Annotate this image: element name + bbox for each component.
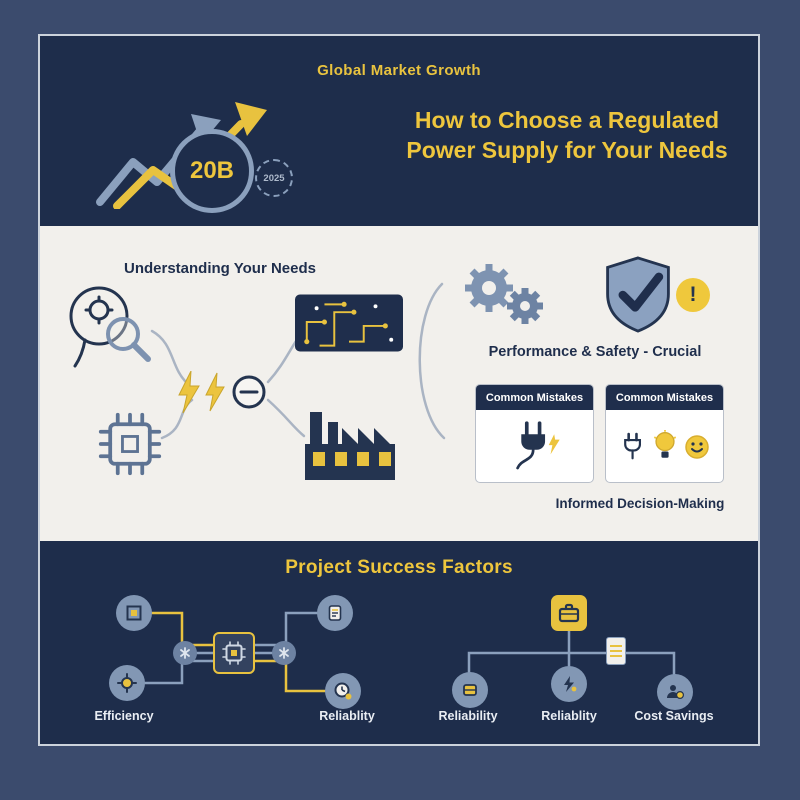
person-savings-node-icon: [657, 674, 693, 710]
circuit-board-icon: [295, 294, 403, 357]
page-title-line2: Power Supply for Your Needs: [406, 136, 728, 163]
connector-node-right-icon: [272, 641, 296, 665]
common-mistakes-title-2: Common Mistakes: [606, 385, 723, 410]
informed-caption: Informed Decision-Making: [555, 496, 725, 511]
chip-node-icon: [116, 595, 152, 631]
plug-icon: [515, 421, 560, 470]
page-title: How to Choose a Regulated Power Supply f…: [392, 106, 742, 166]
common-mistakes-body-1: [476, 410, 593, 482]
lightbulb-icon: [653, 430, 676, 458]
market-stat-badge: 20B: [170, 129, 254, 213]
shield-check-icon: [600, 252, 676, 342]
content-band: Understanding Your Needs: [40, 226, 758, 541]
common-mistakes-body-2: [606, 410, 723, 482]
alert-glyph: !: [689, 283, 697, 306]
bolt-node-icon: [551, 666, 587, 702]
clock-node-icon: [325, 673, 361, 709]
label-reliability: Reliability: [438, 709, 498, 723]
label-reliablity-mid: Reliablity: [541, 709, 597, 723]
label-efficiency: Efficiency: [94, 709, 154, 723]
market-stat-value: 20B: [189, 157, 235, 184]
gear-node-icon: [109, 665, 145, 701]
infographic-frame: Global Market Growth 20B 2025 How to Cho…: [38, 34, 760, 746]
label-cost-savings: Cost Savings: [634, 709, 714, 723]
microchip-icon: [97, 411, 163, 482]
network-connector-lines: [143, 611, 676, 693]
gears-icon: [457, 254, 567, 341]
footer-band: Project Success Factors: [40, 541, 758, 744]
lightning-bolts-icon: [177, 370, 233, 422]
understanding-heading: Understanding Your Needs: [124, 260, 316, 277]
thinking-head-icon: [57, 278, 157, 375]
factory-icon: [300, 394, 400, 489]
common-mistakes-card-2: Common Mistakes: [605, 384, 724, 483]
success-factors-title: Project Success Factors: [285, 557, 513, 578]
toolbox-node-icon: [551, 595, 587, 631]
document-node-icon: [606, 637, 626, 665]
market-growth-heading: Global Market Growth: [317, 62, 481, 79]
common-mistakes-title-1: Common Mistakes: [476, 385, 593, 410]
year-value: 2025: [263, 172, 285, 184]
alert-icon: !: [676, 278, 710, 312]
note-node-icon: [317, 595, 353, 631]
header-band: Global Market Growth 20B 2025 How to Cho…: [40, 36, 758, 226]
minus-circle-icon: [231, 374, 267, 415]
common-mistakes-card-1: Common Mistakes: [475, 384, 594, 483]
label-reliablity-left: Reliablity: [319, 709, 375, 723]
small-plug-icon: [623, 432, 641, 460]
central-chip-node: [213, 632, 255, 674]
connector-node-left-icon: [173, 641, 197, 665]
smiley-icon: [684, 435, 709, 459]
year-badge: 2025: [255, 159, 293, 197]
page-title-line1: How to Choose a Regulated: [414, 107, 720, 133]
database-node-icon: [452, 672, 488, 708]
performance-caption: Performance & Safety - Crucial: [488, 344, 702, 360]
